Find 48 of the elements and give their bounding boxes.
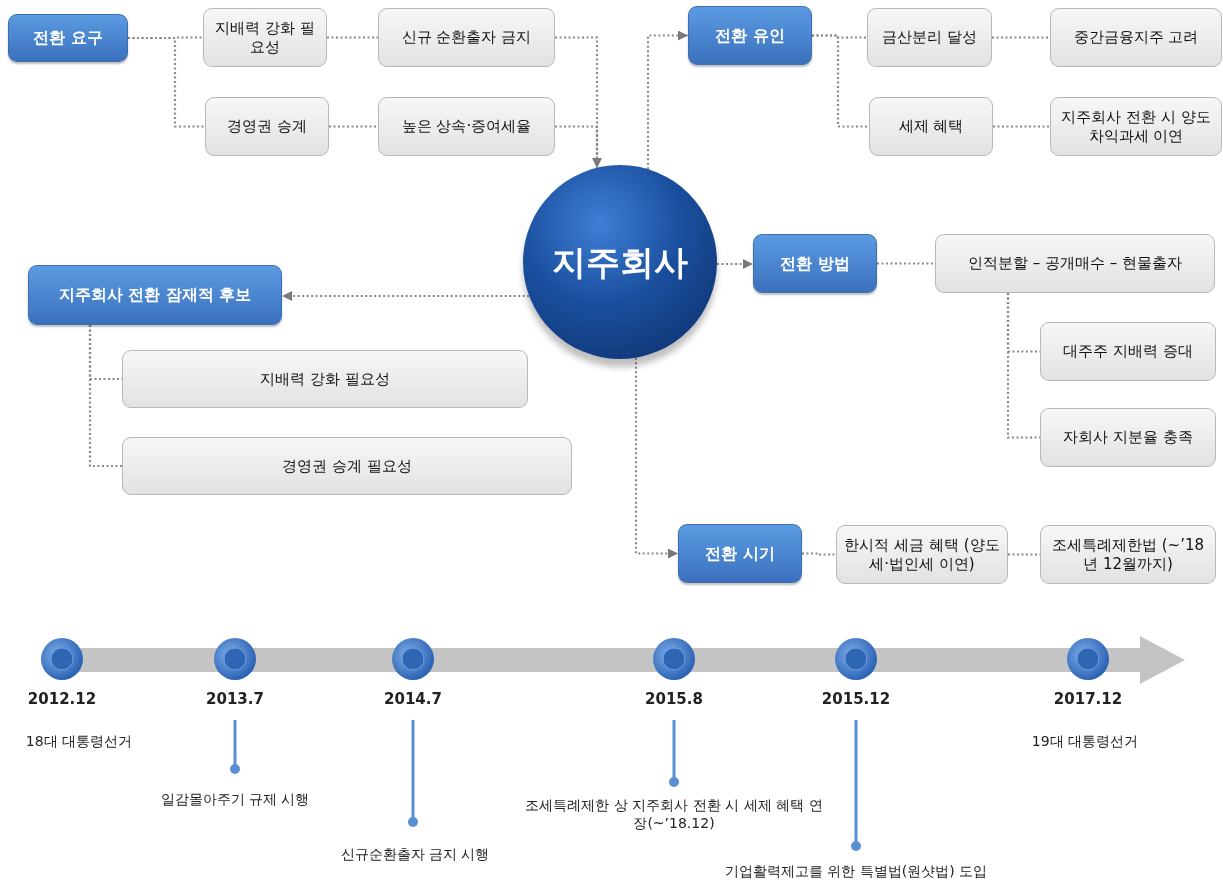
date-label: 2017.12 xyxy=(1053,690,1123,710)
connector xyxy=(992,36,1050,39)
connector xyxy=(717,259,753,269)
connector xyxy=(646,30,688,170)
date-label: 2015.12 xyxy=(821,690,891,710)
date-label: 2015.8 xyxy=(645,690,703,710)
date-label: 2014.7 xyxy=(384,690,442,710)
event-text: 18대 대통령선거 xyxy=(25,732,133,751)
item-box: 조세특례제한법 (~’18년 12월까지) xyxy=(1040,525,1216,584)
category-box: 전환 요구 xyxy=(8,14,128,62)
date-label: 2013.7 xyxy=(206,690,264,710)
category-box: 지주회사 전환 잠재적 후보 xyxy=(28,265,282,325)
item-box: 세제 혜택 xyxy=(869,97,993,156)
item-box: 자회사 지분율 충족 xyxy=(1040,408,1216,467)
item-box: 한시적 세금 혜택 (양도세·법인세 이연) xyxy=(836,525,1008,584)
category-box: 전환 유인 xyxy=(688,6,812,65)
item-box: 높은 상속·증여세율 xyxy=(378,97,555,156)
connector xyxy=(877,262,935,265)
event-text: 신규순환출자 금지 시행 xyxy=(340,845,490,864)
connector xyxy=(812,34,869,128)
item-box: 지배력 강화 필요성 xyxy=(203,8,327,67)
item-box: 경영권 승계 필요성 xyxy=(122,437,572,495)
connector xyxy=(555,125,602,168)
connector xyxy=(282,291,530,301)
connector xyxy=(1006,293,1040,439)
event-text: 기업활력제고를 위한 특별법(원샷법) 도입 xyxy=(724,862,988,881)
category-box: 전환 방법 xyxy=(753,234,877,293)
event-text: 조세특례제한 상 지주회사 전환 시 세제 혜택 연장(~’18.12) xyxy=(524,796,824,833)
item-box: 인적분할 – 공개매수 – 현물출자 xyxy=(935,234,1215,293)
event-text: 19대 대통령선거 xyxy=(1031,732,1139,751)
item-box: 지배력 강화 필요성 xyxy=(122,350,528,408)
date-label: 2012.12 xyxy=(27,690,97,710)
connector xyxy=(88,325,122,468)
connector xyxy=(329,125,378,128)
connector xyxy=(802,552,836,556)
connector xyxy=(993,125,1050,128)
connector xyxy=(634,357,678,559)
item-box: 금산분리 달성 xyxy=(867,8,992,67)
item-box: 중간금융지주 고려 xyxy=(1050,8,1222,67)
connector xyxy=(1008,553,1040,556)
item-box: 지주회사 전환 시 양도차익과세 이연 xyxy=(1050,97,1222,156)
category-box: 전환 시기 xyxy=(678,524,802,583)
item-box: 신규 순환출자 금지 xyxy=(378,8,555,67)
central-sphere: 지주회사 xyxy=(523,165,717,359)
item-box: 경영권 승계 xyxy=(205,97,329,156)
item-box: 대주주 지배력 증대 xyxy=(1040,322,1216,381)
event-text: 일감몰아주기 규제 시행 xyxy=(160,790,310,809)
connector xyxy=(327,36,378,39)
